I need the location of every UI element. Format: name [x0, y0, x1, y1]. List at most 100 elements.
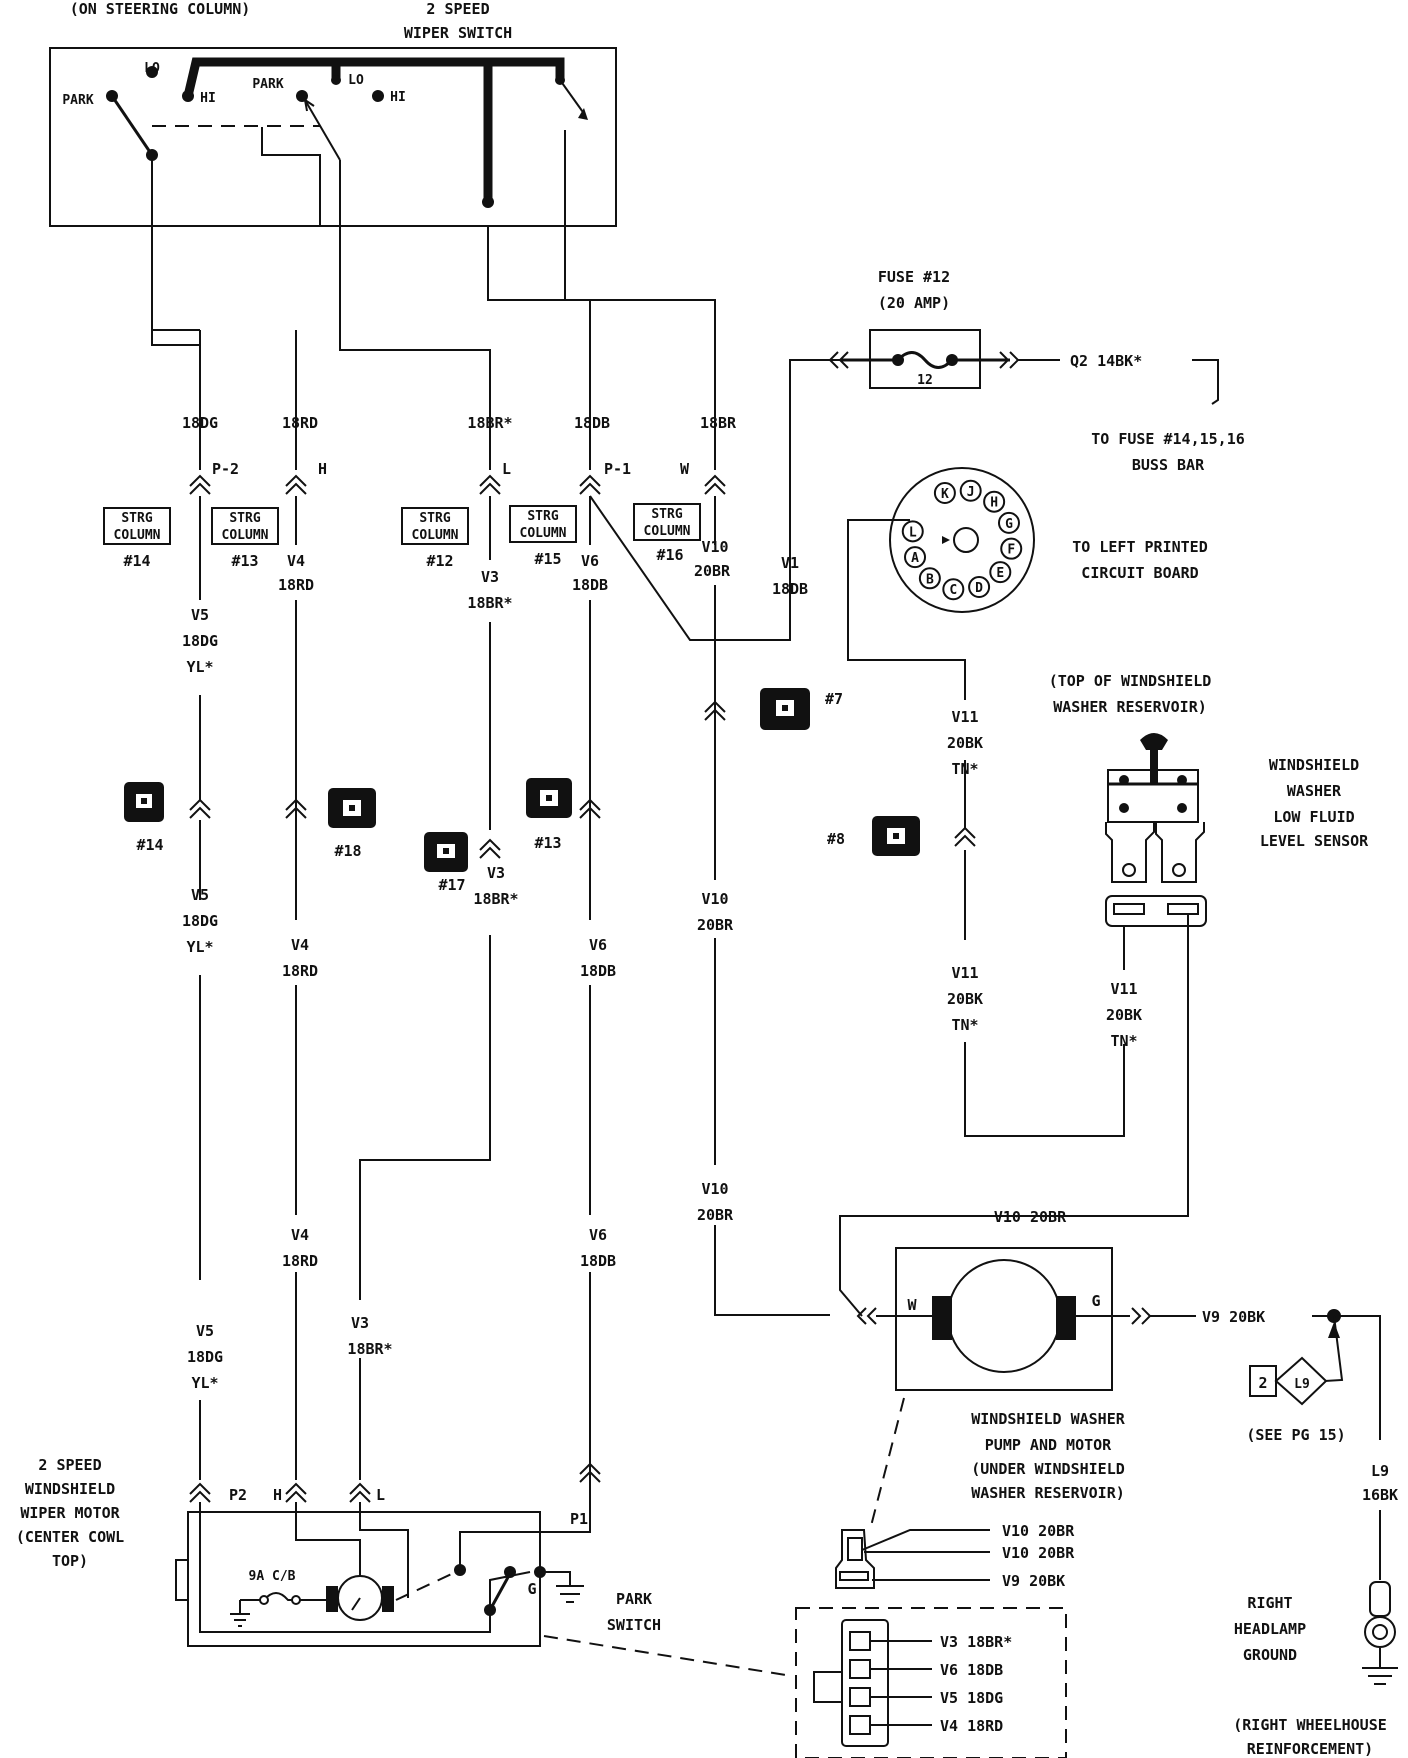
pin-h — [983, 490, 1006, 513]
v11-label-1: V11 — [951, 708, 978, 726]
svg-text:V5 18DG: V5 18DG — [940, 1689, 1003, 1707]
v4-mid-1: V4 — [287, 552, 305, 570]
switch-title-2: WIPER SWITCH — [404, 24, 512, 42]
v3-low-2: 18BR* — [473, 890, 518, 908]
svg-text:LEVEL SENSOR: LEVEL SENSOR — [1260, 832, 1369, 850]
svg-text:9A C/B: 9A C/B — [249, 1569, 296, 1584]
pin-c — [942, 578, 965, 601]
v5-mid-2: 18DG — [182, 632, 218, 650]
svg-text:BUSS BAR: BUSS BAR — [1132, 456, 1205, 474]
pin-label-e: E — [996, 566, 1004, 581]
v11-label-2: 20BK — [947, 734, 983, 752]
svg-text:V6 18DB: V6 18DB — [940, 1661, 1003, 1679]
pin-label-l: L — [909, 525, 917, 540]
switch-lo-left: LO — [144, 61, 160, 76]
svg-text:STRG: STRG — [651, 507, 682, 522]
svg-text:L9: L9 — [1371, 1462, 1389, 1480]
switch-lo-mid: LO — [348, 73, 364, 88]
svg-text:TO LEFT PRINTED: TO LEFT PRINTED — [1072, 538, 1207, 556]
svg-text:(UNDER WINDSHIELD: (UNDER WINDSHIELD — [971, 1460, 1125, 1478]
pin-l — [901, 520, 924, 543]
wiper-switch: PARK LO HI PARK LO HI — [49, 47, 617, 227]
pin-d — [968, 575, 991, 598]
svg-text:L9: L9 — [1294, 1377, 1310, 1392]
svg-text:P2: P2 — [229, 1486, 247, 1504]
connector-icon-14: #14 — [124, 782, 164, 854]
mid-chevrons — [189, 700, 976, 859]
pin-label-c: C — [949, 583, 957, 598]
v4-low-2: 18RD — [282, 962, 318, 980]
svg-text:V10 20BR: V10 20BR — [1002, 1544, 1075, 1562]
svg-text:RIGHT: RIGHT — [1247, 1594, 1292, 1612]
pin-label-g: G — [1005, 517, 1013, 532]
svg-text:#13: #13 — [534, 834, 561, 852]
switch-park-left: PARK — [62, 93, 93, 108]
v6-low-1: V6 — [589, 936, 607, 954]
svg-text:WASHER: WASHER — [1287, 782, 1342, 800]
v11-low-2: 20BK — [947, 990, 983, 1008]
svg-text:H: H — [273, 1486, 282, 1504]
pin-j — [959, 479, 982, 502]
headlamp-ground: 2 L9 (SEE PG 15) L9 16BK RIGHT HEADLAMP … — [1233, 1309, 1398, 1758]
pin-label-b: B — [926, 572, 934, 587]
svg-text:#14: #14 — [136, 836, 163, 854]
svg-text:2: 2 — [1258, 1374, 1267, 1392]
switch-harness-wires — [151, 226, 716, 470]
v10-mid-1: V10 — [701, 538, 728, 556]
pin-p2: P-2 — [212, 460, 239, 478]
low-fluid-sensor: (TOP OF WINDSHIELD WASHER RESERVOIR) WIN… — [840, 672, 1369, 1217]
pin-g — [997, 511, 1020, 534]
svg-text:V10 20BR: V10 20BR — [994, 1208, 1067, 1226]
v11r-1: V11 — [1110, 980, 1137, 998]
motor-connector-detail: V3 18BR* V6 18DB V5 18DG V4 18RD — [795, 1607, 1067, 1758]
v5-bot-3: YL* — [191, 1374, 218, 1392]
svg-text:WASHER RESERVOIR): WASHER RESERVOIR) — [1053, 698, 1207, 716]
pin-l: L — [502, 460, 511, 478]
pin-label-k: K — [941, 487, 949, 502]
connector-icon-7: #7 — [760, 688, 843, 730]
v5-mid-3: YL* — [186, 658, 213, 676]
v3-mid-2: 18BR* — [467, 594, 512, 612]
connector-icon-18: #18 — [328, 788, 376, 860]
v5-low-2: 18DG — [182, 912, 218, 930]
v11-label-3: TN* — [951, 760, 978, 778]
steering-column-label: (ON STEERING COLUMN) — [70, 0, 251, 18]
v10-mid-2: 20BR — [694, 562, 731, 580]
wire-top-1: 18DG — [182, 414, 218, 432]
v10-low-1: V10 — [701, 890, 728, 908]
svg-text:#18: #18 — [334, 842, 361, 860]
v6-low-2: 18DB — [580, 962, 616, 980]
pin-label-j: J — [967, 485, 975, 500]
v10-low-2: 20BR — [697, 916, 734, 934]
pin-w: W — [680, 460, 690, 478]
connector-icon-8: #8 — [827, 816, 920, 856]
svg-text:#7: #7 — [825, 690, 843, 708]
v3-bot-1: V3 — [351, 1314, 369, 1332]
svg-text:PARK: PARK — [616, 1590, 652, 1608]
svg-text:V4 18RD: V4 18RD — [940, 1717, 1003, 1735]
svg-text:W: W — [907, 1296, 917, 1314]
v5-mid-1: V5 — [191, 606, 209, 624]
svg-text:STRG: STRG — [121, 511, 152, 526]
wire-top-3: 18BR* — [467, 414, 512, 432]
pin-label-h: H — [990, 496, 998, 511]
v6-bot-2: 18DB — [580, 1252, 616, 1270]
svg-text:(CENTER COWL: (CENTER COWL — [16, 1528, 124, 1546]
v5-low-1: V5 — [191, 886, 209, 904]
pin-h: H — [318, 460, 327, 478]
svg-text:GROUND: GROUND — [1243, 1646, 1297, 1664]
v3-bot-2: 18BR* — [347, 1340, 392, 1358]
v4-bot-1: V4 — [291, 1226, 309, 1244]
wire-top-5: 18BR — [700, 414, 737, 432]
v10-bot-2: 20BR — [697, 1206, 734, 1224]
strg-box-13: STRG COLUMN #13 — [211, 507, 279, 570]
strg-14-num: #14 — [123, 552, 150, 570]
pin-b — [918, 567, 941, 590]
v1-label-1: V1 — [781, 554, 799, 572]
svg-text:LOW FLUID: LOW FLUID — [1273, 808, 1354, 826]
svg-text:V3 18BR*: V3 18BR* — [940, 1633, 1012, 1651]
v5-bot-2: 18DG — [187, 1348, 223, 1366]
switch-hi-mid: HI — [390, 90, 406, 105]
wire-top-2: 18RD — [282, 414, 318, 432]
svg-text:TO FUSE #14,15,16: TO FUSE #14,15,16 — [1091, 430, 1245, 448]
